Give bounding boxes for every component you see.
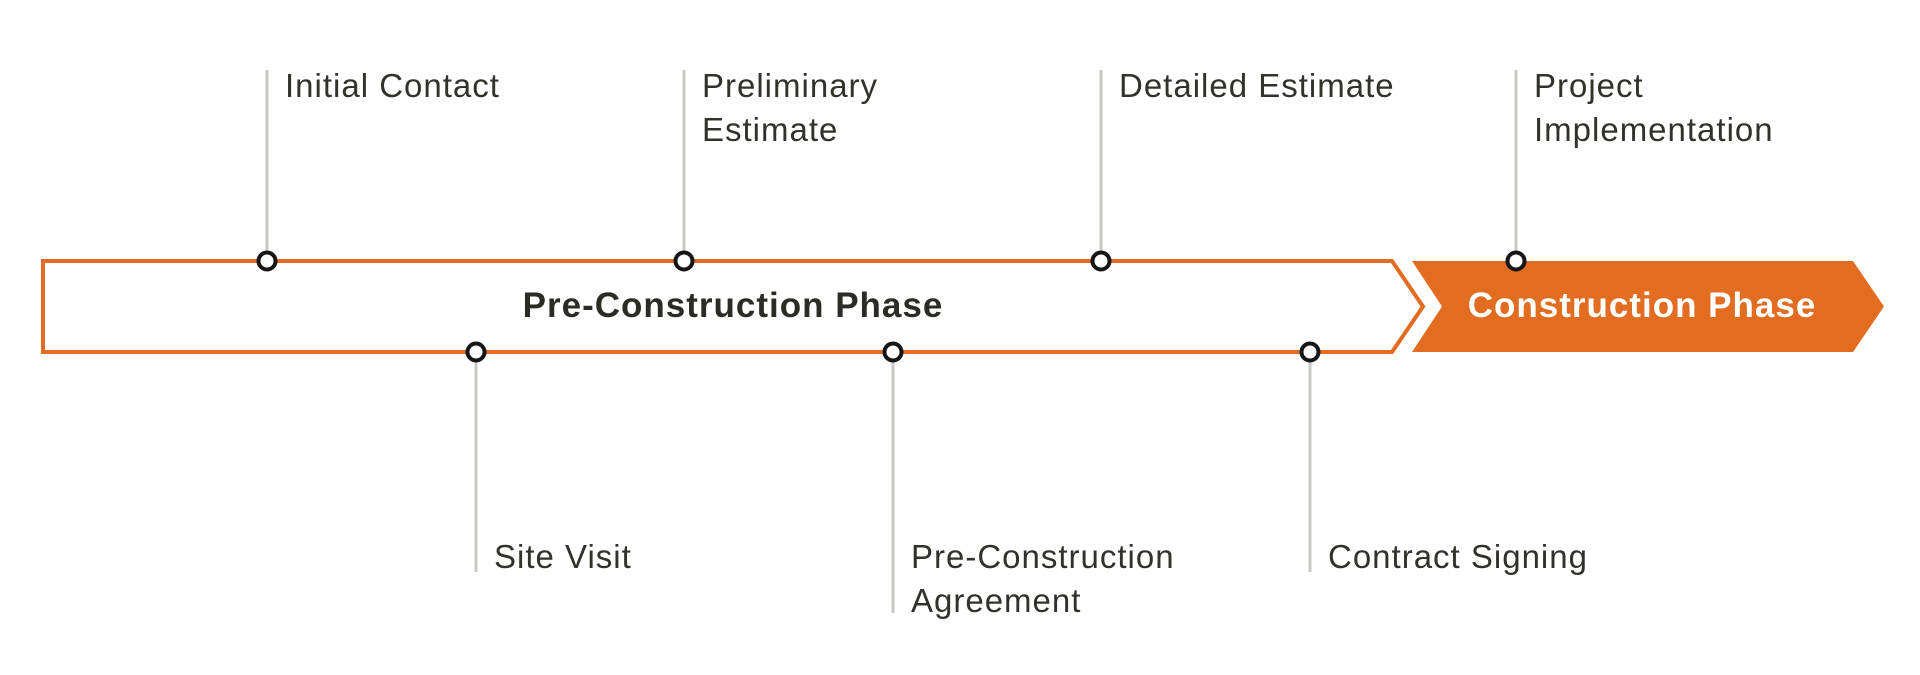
pre-construction-phase-shape [41,259,1426,354]
milestone-node-site-visit [465,341,487,363]
phase-title-construction: Construction Phase [1467,286,1817,325]
milestone-node-project-implementation [1505,250,1527,272]
milestone-label-detailed-estimate: Detailed Estimate [1119,67,1395,104]
milestone-label-initial-contact: Initial Contact [285,67,500,104]
milestone-node-initial-contact [256,250,278,272]
milestone-node-detailed-estimate [1090,250,1112,272]
construction-phase-arrow-shape [1412,261,1884,352]
milestone-node-preliminary-estimate [673,250,695,272]
milestone-label-pre-construction-agreement: Pre-Construction Agreement [911,538,1175,619]
milestone-label-project-implementation: Project Implementation [1534,67,1774,148]
milestone-label-contract-signing: Contract Signing [1328,538,1588,575]
phase-title-pre-construction: Pre-Construction Phase [522,286,944,325]
milestone-node-contract-signing [1299,341,1321,363]
milestone-label-site-visit: Site Visit [494,538,632,575]
milestone-node-pre-construction-agreement [882,341,904,363]
milestone-label-preliminary-estimate: Preliminary Estimate [702,67,879,148]
